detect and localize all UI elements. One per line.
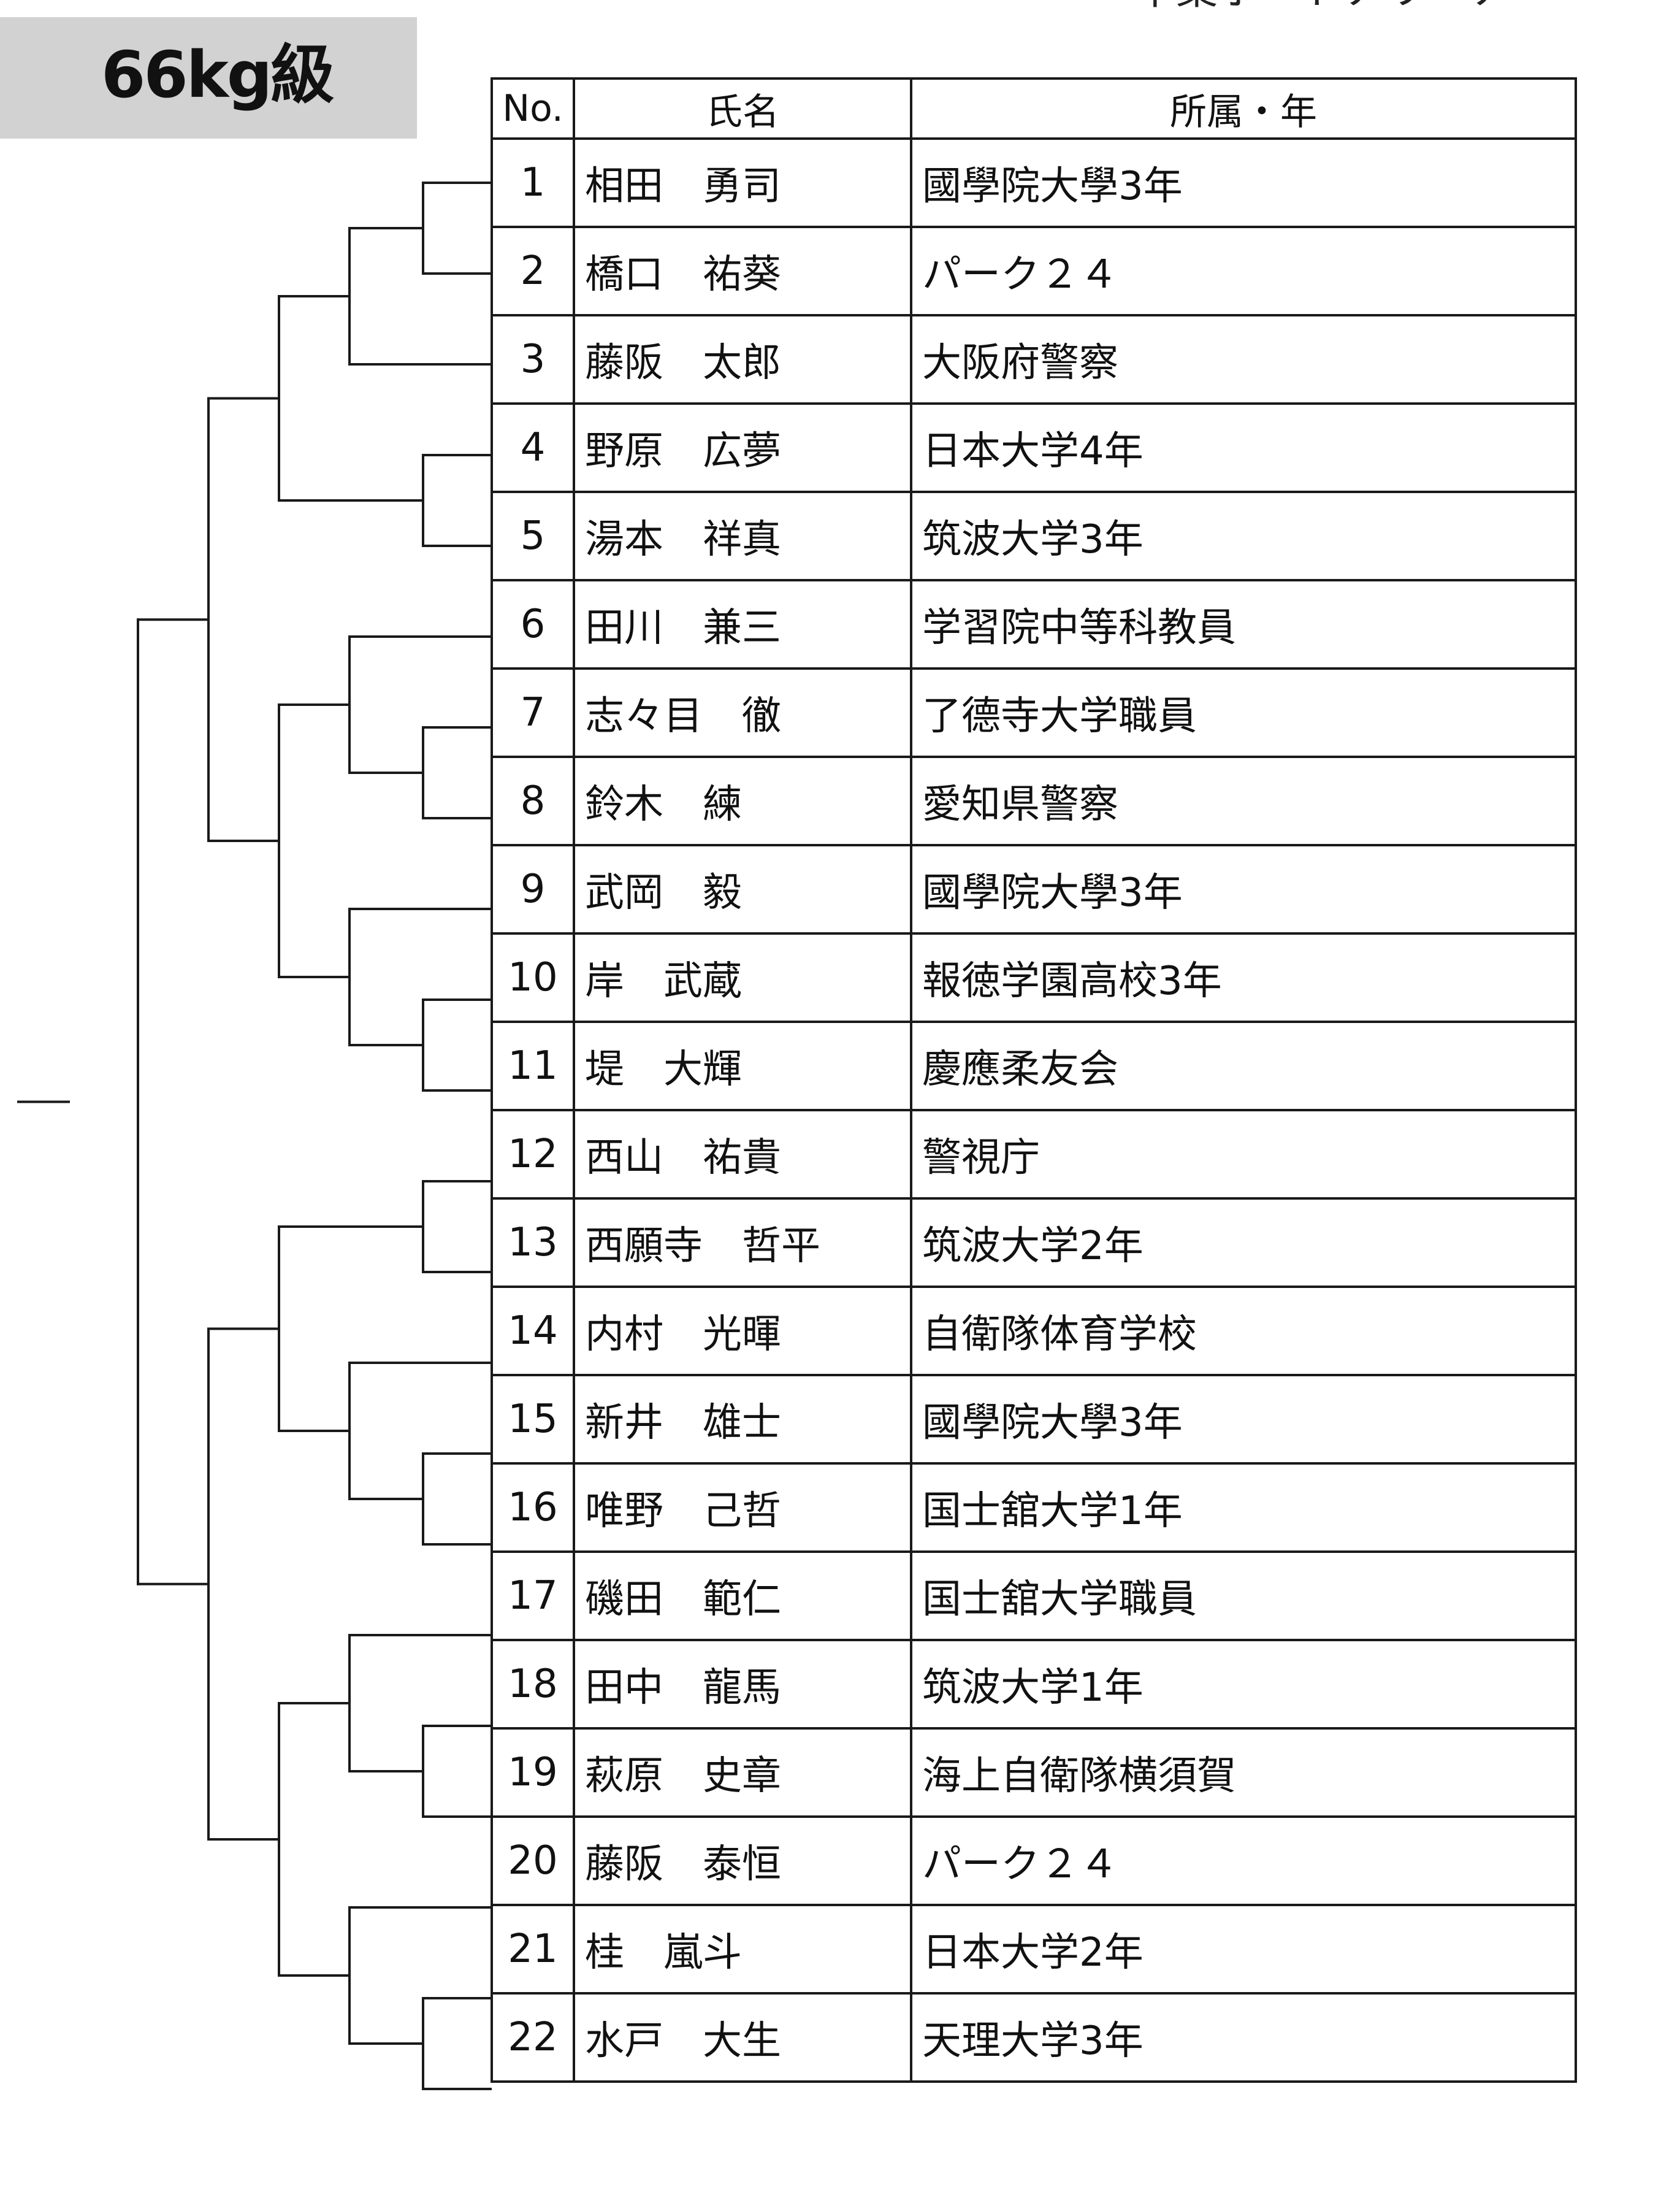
entry-no: 12 — [491, 1109, 575, 1200]
entry-no: 15 — [491, 1374, 575, 1465]
entry-no: 8 — [491, 756, 575, 846]
entry-name: 岸 武蔵 — [573, 932, 912, 1023]
entry-no: 18 — [491, 1639, 575, 1730]
header-affiliation: 所属・年 — [910, 77, 1577, 140]
entry-name: 野原 広夢 — [573, 402, 912, 493]
weight-class-box — [0, 17, 417, 139]
entry-no: 19 — [491, 1727, 575, 1818]
entry-no: 3 — [491, 314, 575, 405]
header-no: No. — [491, 77, 575, 140]
entry-no: 9 — [491, 844, 575, 935]
entry-affiliation: 警視庁 — [910, 1109, 1577, 1200]
entry-name: 相田 勇司 — [573, 137, 912, 228]
entry-affiliation: 報徳学園高校3年 — [910, 932, 1577, 1023]
entry-no: 4 — [491, 402, 575, 493]
entry-name: 鈴木 練 — [573, 756, 912, 846]
entry-name: 志々目 徹 — [573, 667, 912, 758]
entry-affiliation: 海上自衛隊横須賀 — [910, 1727, 1577, 1818]
entry-affiliation: 慶應柔友会 — [910, 1021, 1577, 1111]
entry-affiliation: 愛知県警察 — [910, 756, 1577, 846]
entry-name: 田川 兼三 — [573, 579, 912, 670]
entry-name: 西願寺 哲平 — [573, 1197, 912, 1288]
entry-affiliation: 国士舘大学職員 — [910, 1550, 1577, 1641]
entry-affiliation: 国士舘大学1年 — [910, 1462, 1577, 1553]
entry-no: 17 — [491, 1550, 575, 1641]
entry-affiliation: パーク２４ — [910, 226, 1577, 316]
entry-affiliation: 筑波大学3年 — [910, 491, 1577, 581]
entry-name: 田中 龍馬 — [573, 1639, 912, 1730]
table-header-row: No. 氏名 所属・年 — [491, 77, 1577, 140]
entry-affiliation: 筑波大学2年 — [910, 1197, 1577, 1288]
entry-name: 堤 大輝 — [573, 1021, 912, 1111]
entry-name: 唯野 己哲 — [573, 1462, 912, 1553]
entry-no: 11 — [491, 1021, 575, 1111]
entry-affiliation: 日本大学2年 — [910, 1904, 1577, 1995]
entry-name: 磯田 範仁 — [573, 1550, 912, 1641]
entry-affiliation: 日本大学4年 — [910, 402, 1577, 493]
entry-affiliation: パーク２４ — [910, 1815, 1577, 1906]
entry-name: 水戸 大生 — [573, 1992, 912, 2083]
entry-name: 藤阪 太郎 — [573, 314, 912, 405]
header-partial-label: 千葉ポートアリーナ — [1134, 0, 1510, 11]
entry-no: 22 — [491, 1992, 575, 2083]
entry-no: 7 — [491, 667, 575, 758]
entry-name: 藤阪 泰恒 — [573, 1815, 912, 1906]
entry-name: 橋口 祐葵 — [573, 226, 912, 316]
entry-no: 5 — [491, 491, 575, 581]
entry-no: 16 — [491, 1462, 575, 1553]
entry-name: 新井 雄士 — [573, 1374, 912, 1465]
entry-name: 萩原 史章 — [573, 1727, 912, 1818]
entry-no: 21 — [491, 1904, 575, 1995]
entry-name: 武岡 毅 — [573, 844, 912, 935]
entry-name: 内村 光暉 — [573, 1286, 912, 1376]
tournament-bracket — [17, 182, 492, 2090]
entry-affiliation: 國學院大學3年 — [910, 844, 1577, 935]
entry-affiliation: 筑波大学1年 — [910, 1639, 1577, 1730]
entry-no: 6 — [491, 579, 575, 670]
entry-affiliation: 自衛隊体育学校 — [910, 1286, 1577, 1376]
entry-no: 10 — [491, 932, 575, 1023]
entry-no: 2 — [491, 226, 575, 316]
entry-no: 20 — [491, 1815, 575, 1906]
entry-affiliation: 了德寺大学職員 — [910, 667, 1577, 758]
entry-no: 13 — [491, 1197, 575, 1288]
entry-affiliation: 天理大学3年 — [910, 1992, 1577, 2083]
entry-no: 1 — [491, 137, 575, 228]
entry-name: 桂 嵐斗 — [573, 1904, 912, 1995]
entry-affiliation: 大阪府警察 — [910, 314, 1577, 405]
header-name: 氏名 — [573, 77, 912, 140]
entry-affiliation: 國學院大學3年 — [910, 137, 1577, 228]
weight-class-title: 66kg級 — [101, 37, 334, 112]
entry-affiliation: 学習院中等科教員 — [910, 579, 1577, 670]
entry-name: 西山 祐貴 — [573, 1109, 912, 1200]
header-partial-text: 千葉ポートアリーナ — [1134, 0, 1564, 12]
entry-affiliation: 國學院大學3年 — [910, 1374, 1577, 1465]
entry-name: 湯本 祥真 — [573, 491, 912, 581]
entry-no: 14 — [491, 1286, 575, 1376]
